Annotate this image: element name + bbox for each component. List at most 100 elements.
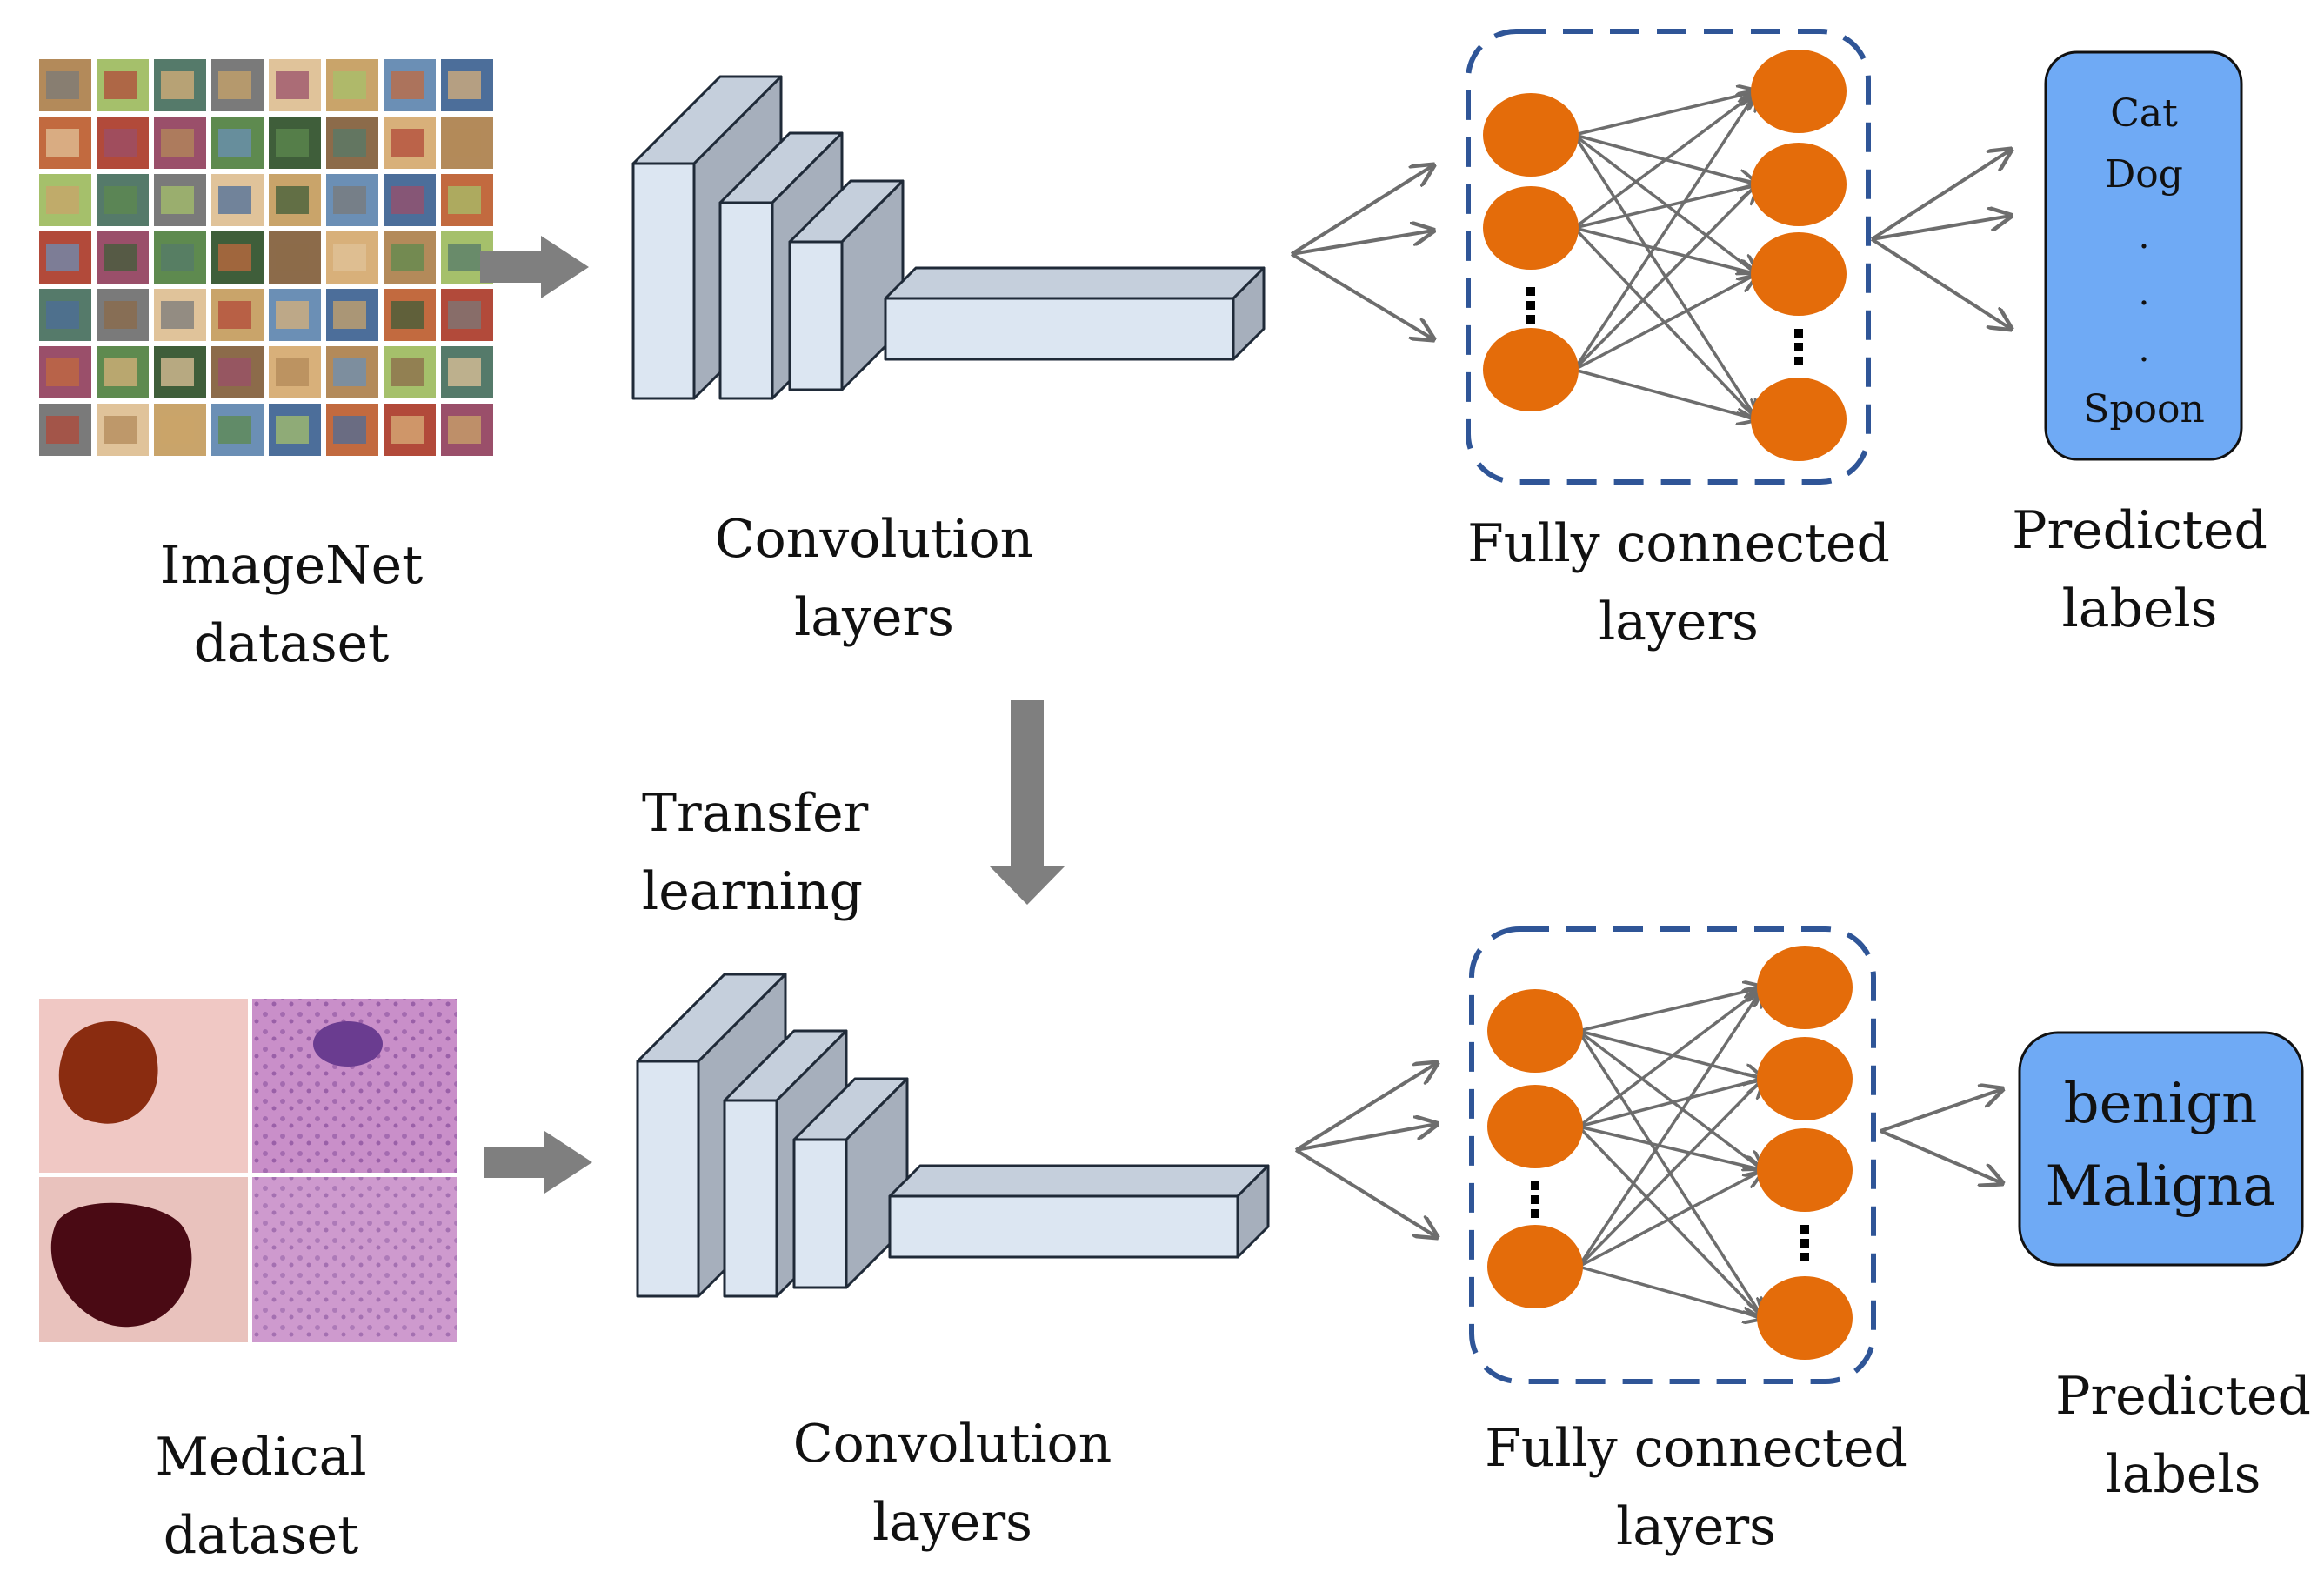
bottom-label-text: Maligna xyxy=(2046,1154,2276,1219)
connection-arrow xyxy=(1577,1125,1763,1318)
imagenet-thumbnail-detail xyxy=(46,244,79,271)
imagenet-thumbnail-detail xyxy=(276,129,309,157)
ellipsis-dot xyxy=(1526,287,1535,296)
imagenet-thumbnail-detail xyxy=(333,244,366,271)
imagenet-thumbnail-detail xyxy=(276,71,309,99)
medical-image-grid xyxy=(39,999,457,1342)
connection-arrow xyxy=(1577,1079,1763,1268)
label-box xyxy=(2044,50,2243,461)
connection-arrow xyxy=(1578,1079,1763,1128)
fc-input-bar xyxy=(888,1164,1270,1259)
imagenet-thumbnail-detail xyxy=(104,301,137,329)
imagenet-thumbnail-detail xyxy=(46,301,79,329)
imagenet-thumbnail-detail xyxy=(391,71,424,99)
ellipsis-dot xyxy=(1794,329,1803,338)
imagenet-thumbnail-detail xyxy=(161,129,194,157)
ellipsis-dot xyxy=(1800,1253,1809,1261)
connection-arrow xyxy=(1573,184,1757,230)
imagenet-thumbnail-detail xyxy=(276,358,309,386)
lesion-mark xyxy=(58,1020,158,1124)
connection-arrow xyxy=(1577,987,1763,1128)
imagenet-thumbnail-detail xyxy=(218,71,251,99)
block-front-face xyxy=(718,201,774,400)
block-front-face xyxy=(723,1099,778,1298)
top-label-arrows xyxy=(1870,150,2011,329)
connection-arrow xyxy=(1573,226,1757,274)
neuron xyxy=(1483,328,1579,411)
ellipsis-dot xyxy=(1531,1209,1539,1218)
neuron xyxy=(1757,1037,1853,1120)
dashed-border xyxy=(1466,29,1871,485)
imagenet-thumbnail-detail xyxy=(333,71,366,99)
bottom-convolution-layers xyxy=(636,973,1270,1298)
connection-arrow xyxy=(1573,184,1757,371)
lesion-mark xyxy=(50,1202,192,1328)
imagenet-thumbnail-detail xyxy=(448,129,481,157)
fan-arrow xyxy=(1870,237,2011,329)
label-box xyxy=(2018,1031,2304,1267)
imagenet-thumbnail-detail xyxy=(161,301,194,329)
bottom-label-text: benign xyxy=(2064,1072,2258,1136)
neuron xyxy=(1751,143,1847,226)
imagenet-thumbnail-detail xyxy=(391,129,424,157)
imagenet-thumbnail-detail xyxy=(218,244,251,271)
fan-arrow xyxy=(1294,1148,1437,1237)
imagenet-thumbnail-detail xyxy=(46,71,79,99)
block-top-face xyxy=(884,266,1266,300)
top-convolution-layers xyxy=(631,75,1266,400)
imagenet-thumbnail-detail xyxy=(448,244,481,271)
imagenet-thumbnail-detail xyxy=(104,416,137,444)
connection-arrow xyxy=(1578,1170,1763,1268)
histology-image xyxy=(252,1177,457,1342)
imagenet-thumbnail-detail xyxy=(391,301,424,329)
connection-arrow xyxy=(1578,987,1763,1033)
neuron xyxy=(1483,186,1579,270)
block-front-face xyxy=(792,1138,848,1289)
top-label-text: . xyxy=(2139,217,2150,257)
imagenet-thumbnail-detail xyxy=(218,129,251,157)
block-top-face xyxy=(888,1164,1270,1198)
connection-arrow xyxy=(1578,1125,1763,1170)
ellipsis-dot xyxy=(1526,315,1535,324)
imagenet-thumbnail-detail xyxy=(218,186,251,214)
fan-arrow xyxy=(1880,1129,2002,1183)
fan-arrow xyxy=(1295,1124,1437,1152)
imagenet-thumbnail-detail xyxy=(161,244,194,271)
connection-arrow xyxy=(1578,1265,1763,1318)
imagenet-thumbnail-detail xyxy=(333,301,366,329)
imagenet-thumbnail-detail xyxy=(276,301,309,329)
ellipsis-dot xyxy=(1800,1239,1809,1248)
imagenet-thumbnail-detail xyxy=(46,416,79,444)
block-front-face xyxy=(788,240,844,391)
neuron xyxy=(1757,946,1853,1029)
fan-arrow xyxy=(1870,150,2011,241)
imagenet-thumbnail-detail xyxy=(333,416,366,444)
top-fully-connected-network xyxy=(1466,29,1871,485)
fan-arrow xyxy=(1290,165,1433,256)
imagenet-thumbnail-detail xyxy=(391,416,424,444)
imagenet-thumbnail-detail xyxy=(276,186,309,214)
imagenet-thumbnail-detail xyxy=(218,301,251,329)
connection-arrow xyxy=(1577,1029,1763,1170)
convolution-blocks xyxy=(631,75,1270,1298)
neuron xyxy=(1751,232,1847,316)
imagenet-thumbnail-detail xyxy=(104,358,137,386)
ellipsis-dot xyxy=(1800,1225,1809,1234)
block-front-face xyxy=(888,1194,1239,1259)
imagenet-thumbnail-detail xyxy=(448,358,481,386)
fan-arrow xyxy=(1294,1063,1437,1152)
neuron xyxy=(1487,989,1583,1073)
connection-arrow xyxy=(1573,226,1757,419)
imagenet-thumbnail-detail xyxy=(46,358,79,386)
right-arrow-icon xyxy=(484,1131,592,1194)
top-label-text: . xyxy=(2139,330,2150,370)
block-front-face xyxy=(631,162,696,400)
